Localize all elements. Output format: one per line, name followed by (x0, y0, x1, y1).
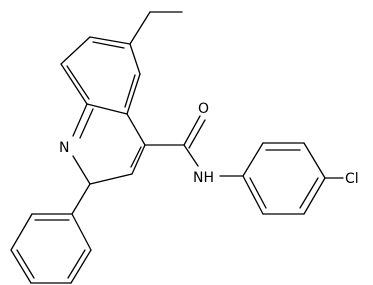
amide-nh-label: NH (193, 170, 214, 186)
quinoline-pyridine-ring (72, 103, 146, 185)
ethyl-group (129, 11, 183, 45)
carboxamide-group (144, 115, 206, 167)
oxygen-label: O (198, 101, 209, 117)
phenyl-ring (10, 183, 92, 284)
chlorophenyl-ring (219, 142, 344, 215)
chlorine-label: Cl (345, 171, 359, 187)
quinoline-benzo-ring (60, 36, 141, 115)
nitrogen-ring-label: N (59, 140, 69, 156)
